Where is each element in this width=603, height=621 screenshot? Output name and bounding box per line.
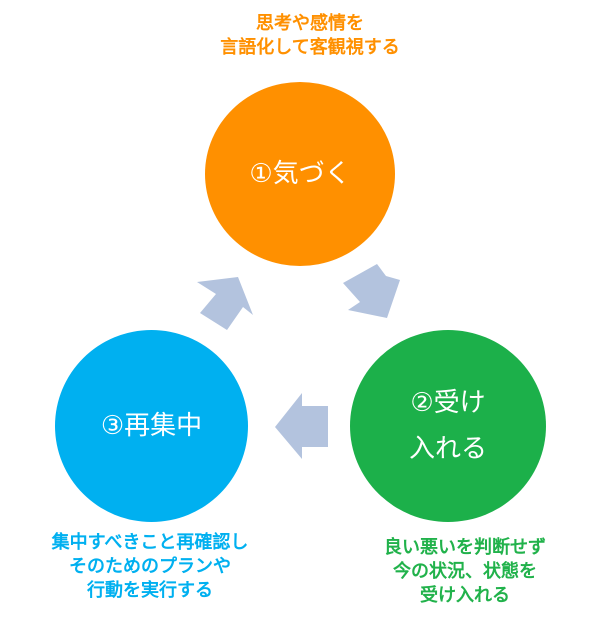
- step3-label: ③再集中: [100, 411, 203, 441]
- step2-circle: ②受け 入れる: [350, 330, 546, 522]
- arrow-left-icon: [275, 393, 328, 459]
- arrow-up-right-icon: [197, 277, 253, 330]
- step2-description-line: 受け入れる: [420, 585, 510, 606]
- step3-circle: ③再集中: [55, 330, 248, 522]
- step3-description-line: 行動を実行する: [87, 580, 213, 601]
- step2-description-line: 良い悪いを判断せず: [384, 537, 546, 558]
- step2-label-line: 入れる: [408, 434, 487, 464]
- step1-description-line: 言語化して客観視する: [220, 37, 400, 58]
- step3-description-line: 集中すべきこと再確認し: [51, 532, 249, 553]
- step2-label-line: ②受け: [410, 388, 486, 418]
- step1-label: ①気づく: [249, 159, 351, 189]
- step3-description-line: そのためのプランや: [69, 556, 231, 577]
- step3-description: 集中すべきこと再確認し そのためのプランや 行動を実行する: [10, 531, 290, 603]
- step1-description-line: 思考や感情を: [256, 13, 364, 34]
- arrow-down-right-icon: [343, 264, 400, 318]
- step2-description-line: 今の状況、状態を: [393, 561, 537, 582]
- step2-description: 良い悪いを判断せず 今の状況、状態を 受け入れる: [330, 536, 600, 608]
- step1-description: 思考や感情を 言語化して客観視する: [150, 12, 470, 60]
- step1-circle: ①気づく: [205, 82, 395, 266]
